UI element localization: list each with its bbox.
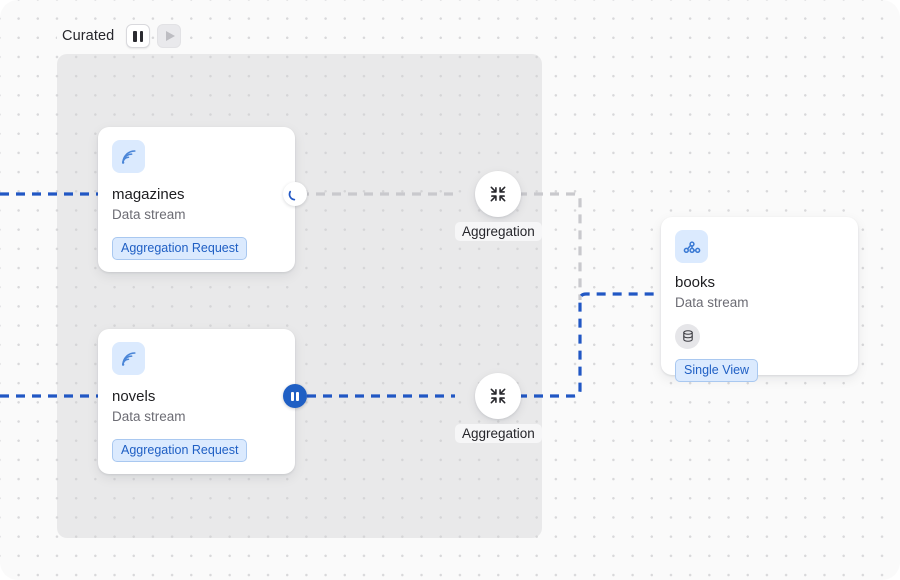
node-card-magazines[interactable]: magazines Data stream Aggregation Reques…: [98, 127, 295, 272]
node-card-books[interactable]: books Data stream Single View: [661, 217, 858, 382]
operation-circle[interactable]: [475, 171, 522, 217]
play-button[interactable]: [157, 24, 182, 48]
node-title: novels: [112, 388, 156, 405]
node-chip-single-view[interactable]: Single View: [675, 358, 759, 382]
node-title: books: [675, 274, 716, 291]
network-share-icon: [675, 230, 708, 263]
group-header: Curated: [57, 24, 182, 48]
node-subtitle: Data stream: [112, 206, 186, 222]
database-icon: [675, 323, 700, 349]
collapse-arrows-icon: [490, 388, 506, 404]
operation-aggregation-top[interactable]: Aggregation: [455, 171, 542, 241]
node-card-novels[interactable]: novels Data stream Aggregation Request: [98, 329, 295, 474]
broadcast-icon: [112, 140, 145, 173]
broadcast-icon: [112, 342, 145, 375]
node-handle-novels[interactable]: [283, 384, 307, 408]
pause-icon: [133, 30, 144, 42]
pause-icon: [290, 391, 300, 401]
node-subtitle: Data stream: [675, 294, 749, 310]
operation-aggregation-bottom[interactable]: Aggregation: [455, 373, 542, 443]
node-subtitle: Data stream: [112, 408, 186, 424]
pause-button[interactable]: [126, 24, 151, 48]
operation-label: Aggregation: [455, 222, 542, 241]
group-title: Curated: [57, 26, 120, 46]
node-chip-aggregation-request[interactable]: Aggregation Request: [112, 438, 248, 462]
play-icon: [165, 31, 175, 41]
collapse-arrows-icon: [490, 186, 506, 202]
spinner-icon: [288, 190, 296, 201]
node-title: magazines: [112, 186, 185, 203]
operation-label: Aggregation: [455, 424, 542, 443]
node-chip-aggregation-request[interactable]: Aggregation Request: [112, 236, 248, 260]
operation-circle[interactable]: [475, 373, 522, 419]
node-handle-magazines[interactable]: [283, 182, 307, 206]
